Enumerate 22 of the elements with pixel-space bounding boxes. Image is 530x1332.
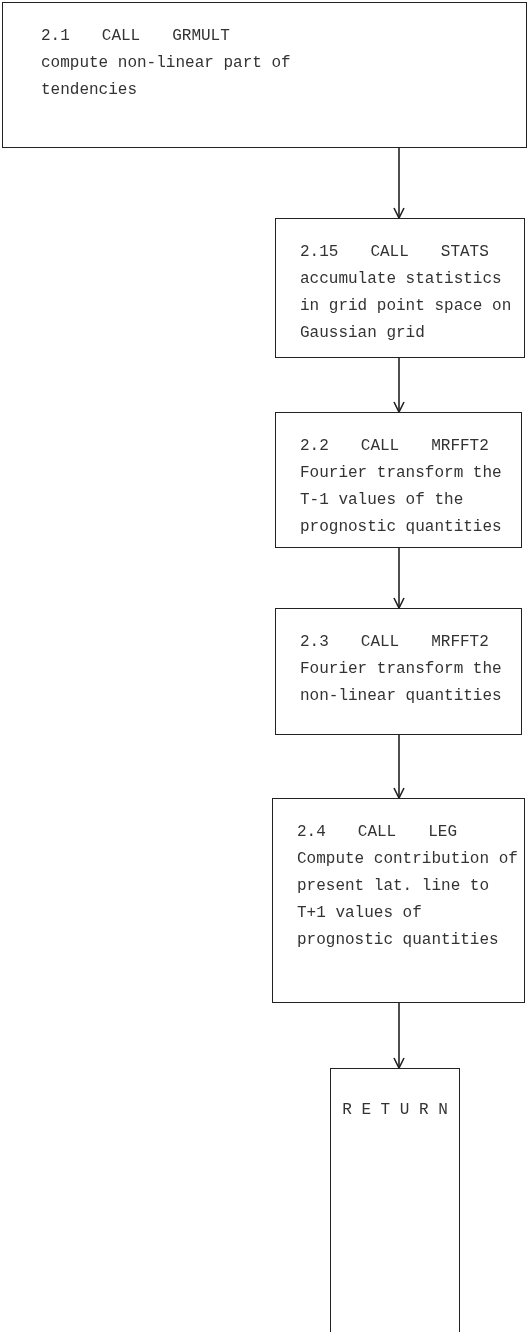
- arrow: [393, 147, 405, 219]
- step-heading: 2.15 CALL STATS: [300, 242, 490, 263]
- arrow: [393, 734, 405, 799]
- process-box: [275, 412, 522, 548]
- step-description: Compute contribution of present lat. line to T+1 values of prognostic quantities: [297, 849, 519, 951]
- process-box: [275, 608, 522, 735]
- step-description: Fourier transform the T-1 values of the prognostic quantities: [300, 463, 503, 538]
- step-heading: 2.3 CALL MRFFT2: [300, 632, 490, 653]
- arrow: [393, 357, 405, 413]
- step-heading: 2.1 CALL GRMULT: [41, 26, 231, 47]
- step-description: Fourier transform the non-linear quantities: [300, 659, 503, 707]
- step-description: compute non-linear part of tendencies: [41, 53, 291, 101]
- step-heading: 2.2 CALL MRFFT2: [300, 436, 490, 457]
- step-description: accumulate statistics in grid point space on Gaussian grid: [300, 269, 513, 344]
- arrow: [393, 547, 405, 609]
- process-box: [275, 218, 525, 358]
- terminal-box: [330, 1068, 460, 1332]
- process-box: [2, 2, 527, 148]
- process-box: [272, 798, 525, 1003]
- terminal-label: RETURN: [341, 1100, 458, 1121]
- step-heading: 2.4 CALL LEG: [297, 822, 459, 843]
- arrow: [393, 1002, 405, 1069]
